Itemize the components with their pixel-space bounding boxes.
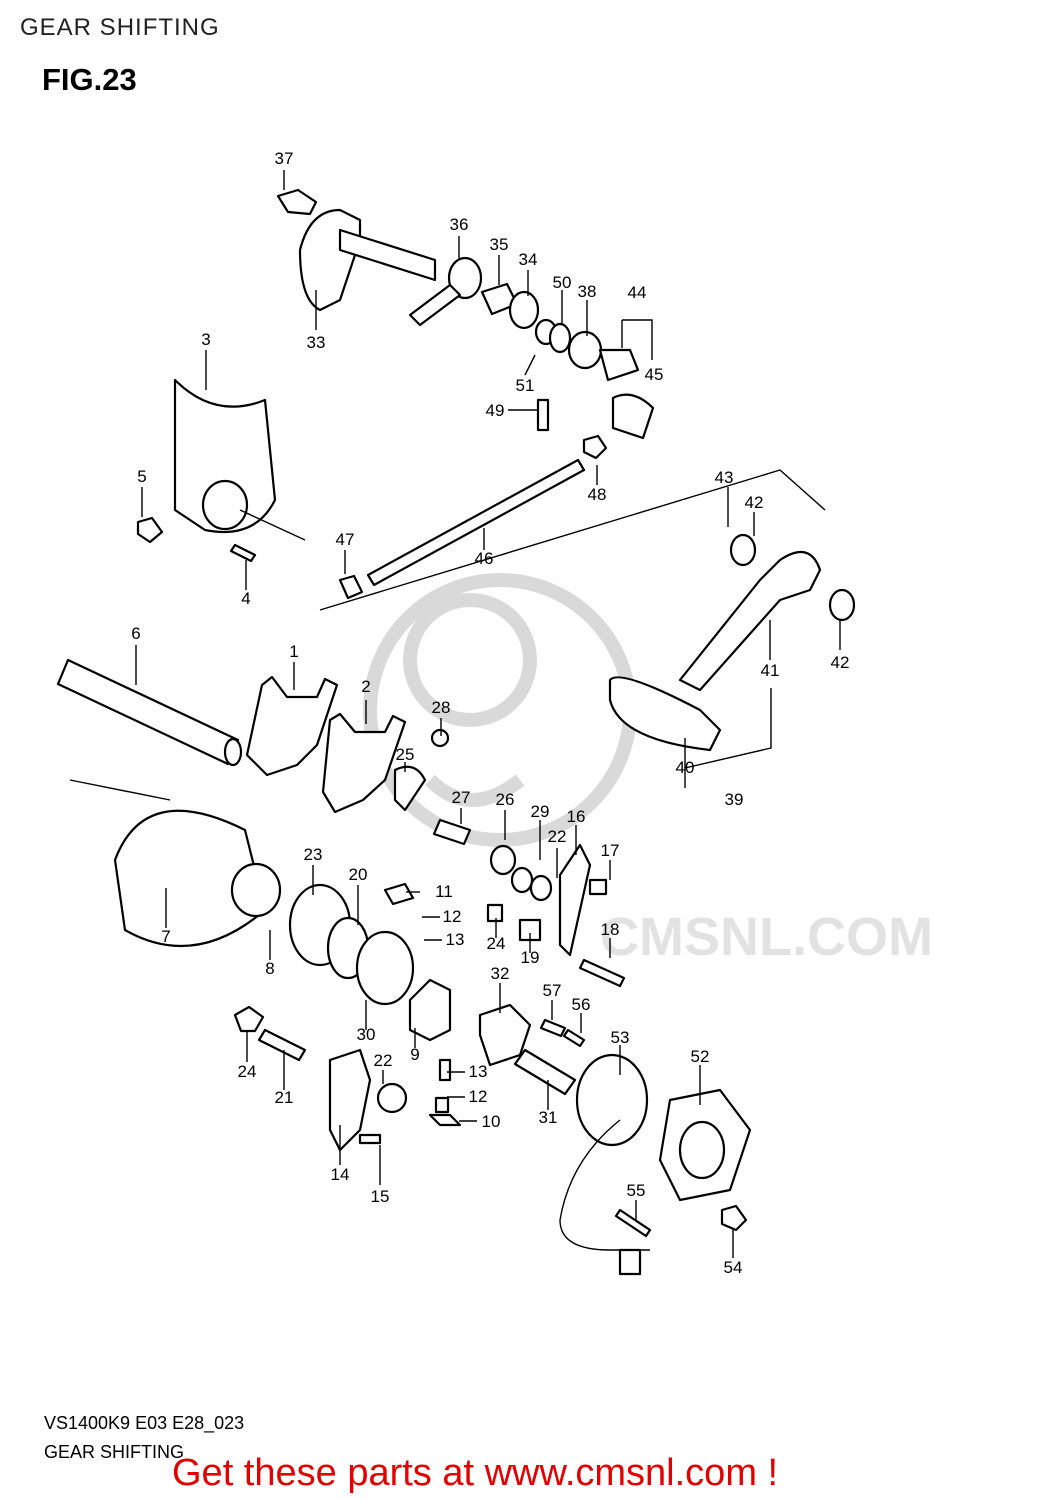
part-callout-c7: 7 <box>161 927 170 946</box>
part-callout-c26: 26 <box>496 790 515 809</box>
part-callout-c23: 23 <box>304 845 323 864</box>
part-callout-c24b: 24 <box>238 1062 257 1081</box>
drum-bearing-and-cams <box>288 882 452 1042</box>
part-callout-c20: 20 <box>349 865 368 884</box>
part-callout-c9: 9 <box>410 1045 419 1064</box>
shift-fork-3 <box>136 378 277 563</box>
part-callout-c21: 21 <box>275 1088 294 1107</box>
model-code: VS1400K9 E03 E28_023 <box>44 1413 245 1433</box>
part-callout-c39: 39 <box>725 790 744 809</box>
shift-forks-1-2 <box>245 675 407 814</box>
part-callout-c5: 5 <box>137 467 146 486</box>
part-callout-c18: 18 <box>601 920 620 939</box>
part-callout-c37: 37 <box>275 149 294 168</box>
part-callout-c2: 2 <box>361 677 370 696</box>
part-callout-c29: 29 <box>531 802 550 821</box>
part-callout-c8: 8 <box>265 959 274 978</box>
part-callout-c33: 33 <box>307 333 326 352</box>
part-callout-c30: 30 <box>357 1025 376 1044</box>
part-callout-c11: 11 <box>435 882 453 901</box>
part-callout-c36: 36 <box>450 215 469 234</box>
part-callout-c35: 35 <box>490 235 509 254</box>
part-callout-c31: 31 <box>539 1108 558 1127</box>
shift-drum <box>113 809 282 948</box>
part-callout-c42b: 42 <box>831 653 850 672</box>
part-callout-c51: 51 <box>516 376 535 395</box>
part-callout-c12a: 12 <box>443 907 462 926</box>
part-callout-c17: 17 <box>601 841 620 860</box>
part-callout-c22b: 22 <box>374 1051 393 1070</box>
part-callout-c41: 41 <box>761 661 780 680</box>
part-callout-c14: 14 <box>331 1165 350 1184</box>
part-callout-c40: 40 <box>676 758 695 777</box>
part-callout-c27: 27 <box>452 788 471 807</box>
part-callout-c6: 6 <box>131 624 140 643</box>
part-callout-c3: 3 <box>201 330 210 349</box>
gearshift-lever <box>608 533 856 752</box>
part-callout-c34: 34 <box>519 250 538 269</box>
part-callout-c32: 32 <box>491 964 510 983</box>
diagram-caption: GEAR SHIFTING <box>44 1442 185 1462</box>
part-callout-c12b: 12 <box>469 1087 488 1106</box>
shift-drum-shaft <box>338 458 586 600</box>
stopper-arm <box>393 728 626 988</box>
part-callout-c43: 43 <box>715 468 734 487</box>
promo-link[interactable]: Get these parts at www.cmsnl.com ! <box>172 1452 779 1494</box>
part-callout-c13a: 13 <box>446 930 465 949</box>
part-callout-c25: 25 <box>396 745 415 764</box>
part-callout-c48: 48 <box>588 485 607 504</box>
part-callout-c44: 44 <box>628 283 647 302</box>
part-callout-c10: 10 <box>482 1112 501 1131</box>
part-callout-c47: 47 <box>336 530 355 549</box>
part-callout-c13b: 13 <box>469 1062 488 1081</box>
part-callout-c55: 55 <box>627 1181 646 1200</box>
part-callout-c56: 56 <box>572 995 591 1014</box>
part-callout-c4: 4 <box>241 589 250 608</box>
part-callout-c50: 50 <box>553 273 572 292</box>
part-callout-c24a: 24 <box>487 934 506 953</box>
part-callout-c46: 46 <box>475 549 494 568</box>
part-callout-c42a: 42 <box>745 493 764 512</box>
watermark-text: CMSNL.COM <box>600 907 933 967</box>
shift-shaft-assembly <box>276 188 655 460</box>
part-callout-c49: 49 <box>486 401 505 420</box>
part-callout-c28: 28 <box>432 698 451 717</box>
part-callout-c53: 53 <box>611 1028 630 1047</box>
lower-shift-parts <box>233 1003 752 1276</box>
part-callout-c52: 52 <box>691 1047 710 1066</box>
part-callout-c15: 15 <box>371 1187 390 1206</box>
part-callout-c19: 19 <box>521 948 540 967</box>
part-callout-c16: 16 <box>567 807 586 826</box>
fork-shaft <box>56 658 243 767</box>
figure-number: FIG.23 <box>42 62 137 97</box>
part-callout-c38: 38 <box>578 282 597 301</box>
part-callout-c57: 57 <box>543 981 562 1000</box>
part-callout-c54: 54 <box>724 1258 743 1277</box>
part-callout-c45: 45 <box>645 365 664 384</box>
page-header: GEAR SHIFTING <box>20 14 220 41</box>
leader-lines <box>69 170 841 1258</box>
part-callout-c1: 1 <box>289 642 298 661</box>
part-callout-c22a: 22 <box>548 827 567 846</box>
